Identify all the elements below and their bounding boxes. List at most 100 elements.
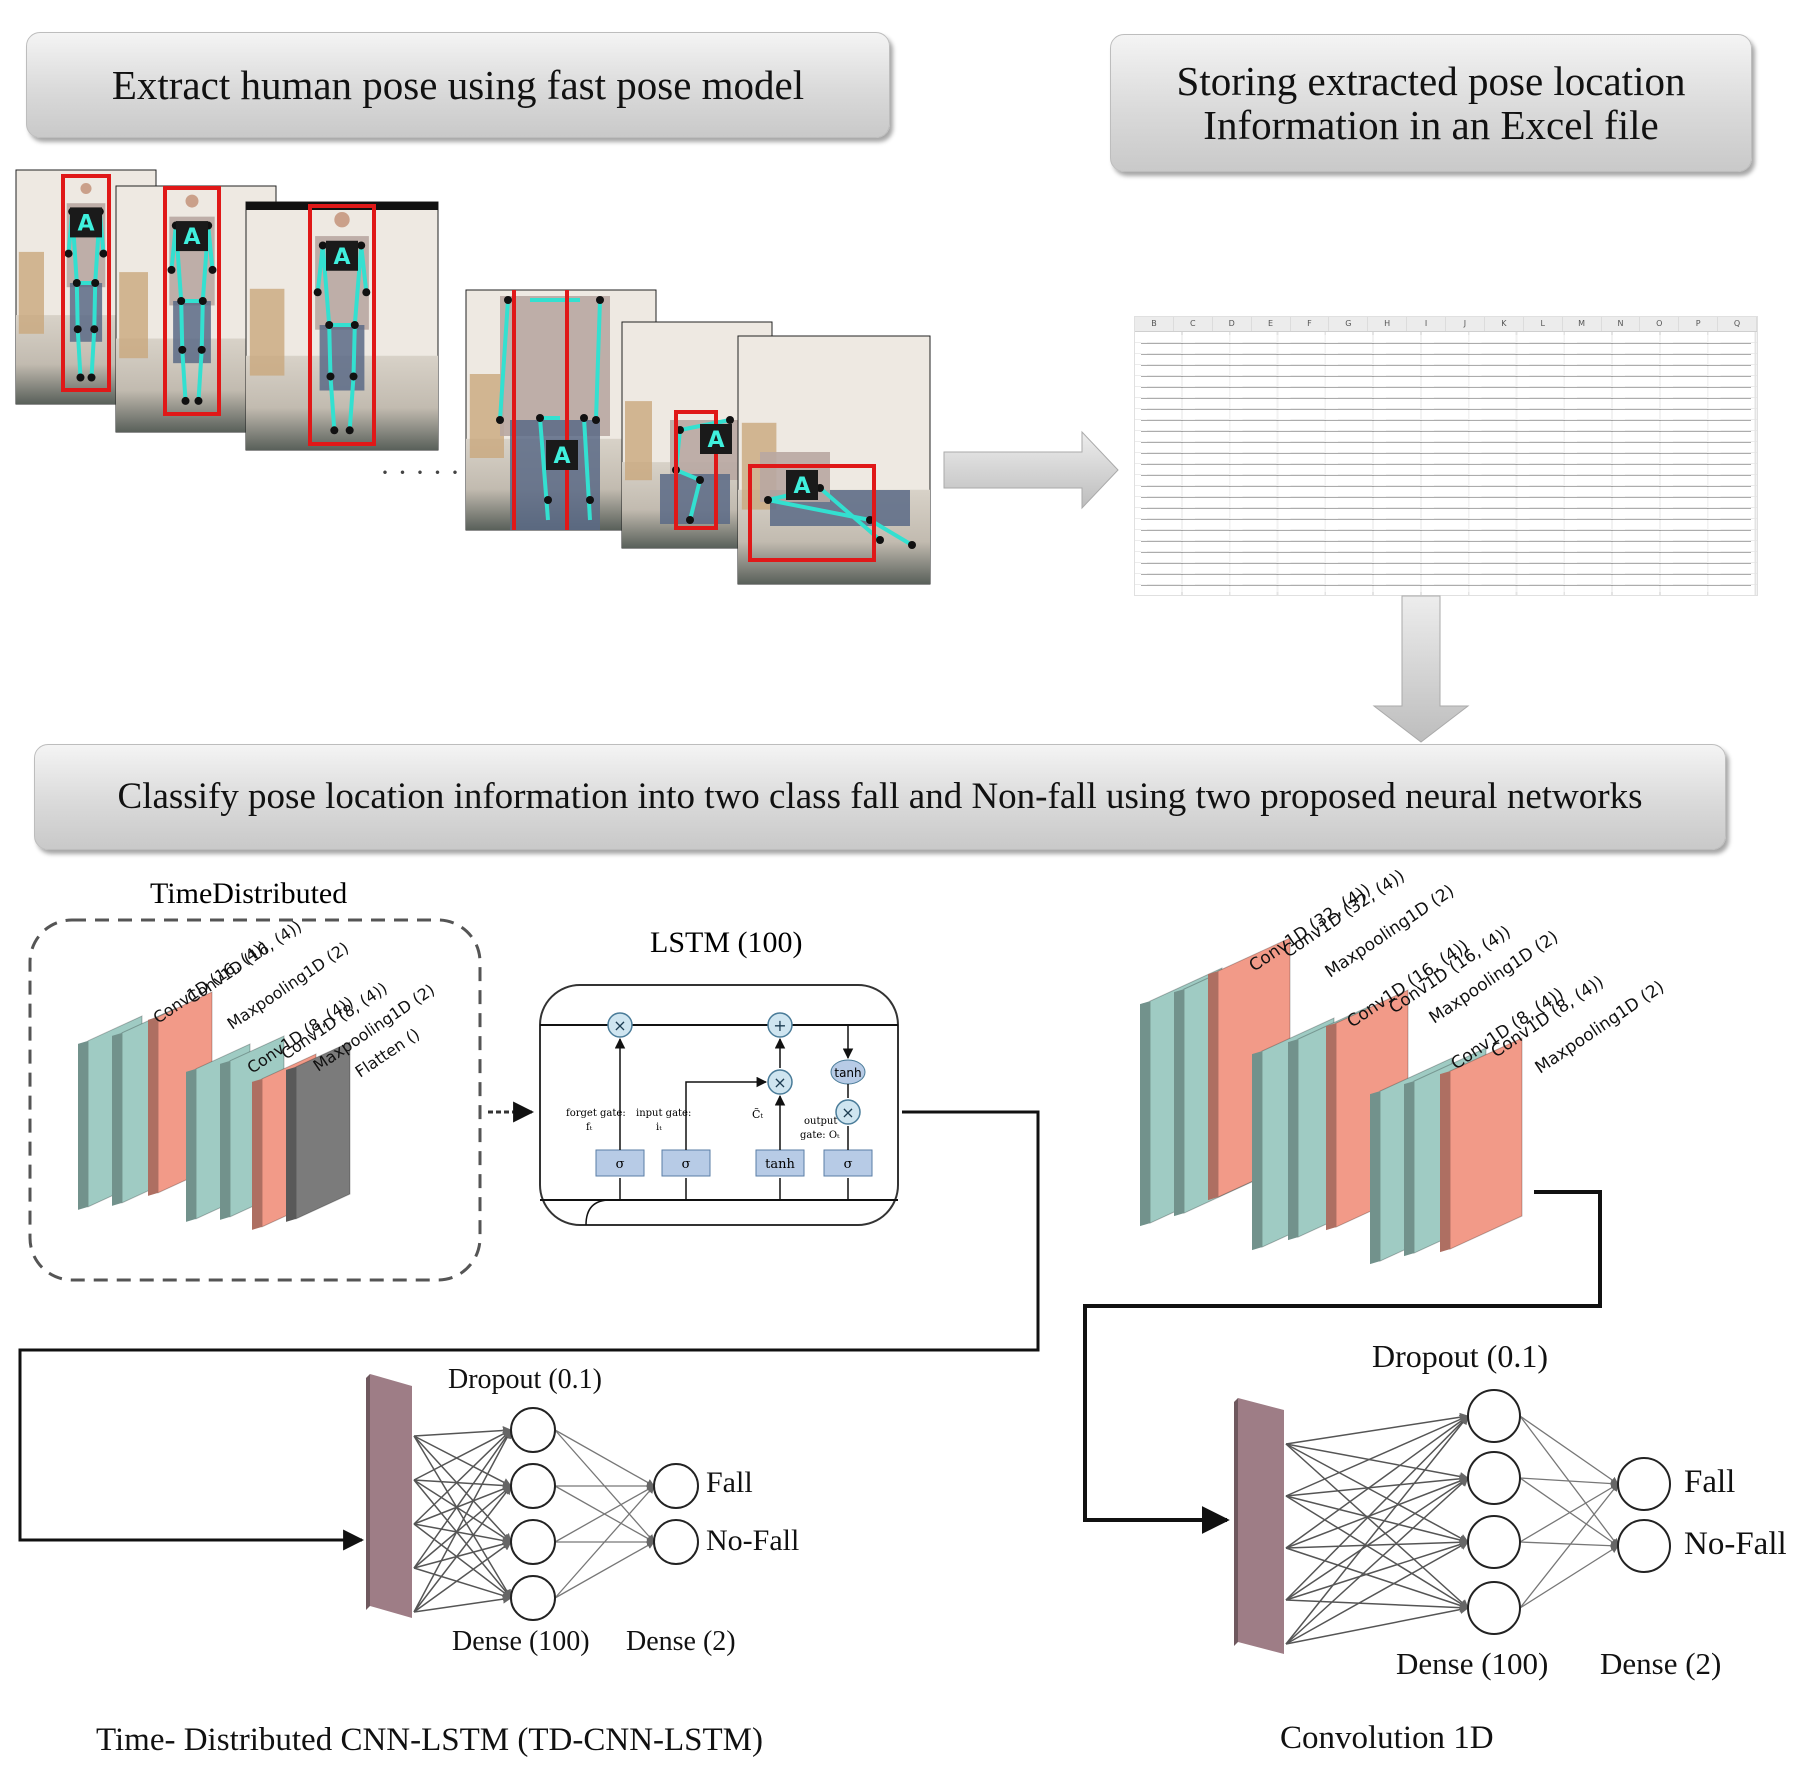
- network-edge: [1519, 1477, 1619, 1547]
- td-dense100-label: Dense (100): [452, 1626, 590, 1657]
- dense-input-panel: [370, 1374, 412, 1618]
- skeleton-joint: [325, 321, 334, 329]
- skeleton-joint: [73, 325, 82, 334]
- network-edge: [1285, 1495, 1469, 1609]
- lstm-title: LSTM (100): [650, 926, 803, 959]
- layer-side: [1288, 1039, 1298, 1241]
- layer-slab-pool: [1440, 1037, 1523, 1253]
- dense100-node: [1467, 1515, 1521, 1569]
- td-dense-network: [366, 1374, 699, 1621]
- skeleton-joint: [72, 279, 81, 287]
- dense100-node: [1467, 1581, 1521, 1635]
- pose-bounding-box: [61, 174, 111, 392]
- timedistributed-box: [28, 918, 482, 1282]
- lstm-hidden-curve: [585, 1199, 611, 1226]
- photo-cabinet: [249, 288, 285, 376]
- excel-column-header: H: [1368, 317, 1408, 331]
- td-output-nofall: No-Fall: [706, 1524, 800, 1557]
- excel-column-header: P: [1679, 317, 1719, 331]
- timedistributed-title: TimeDistributed: [150, 877, 347, 910]
- skeleton-joint: [876, 536, 884, 544]
- skeleton-joint: [349, 372, 358, 381]
- layer-side: [148, 1016, 158, 1196]
- lstm-add-symbol: +: [773, 1016, 786, 1035]
- network-edge: [1285, 1537, 1469, 1549]
- person-head: [80, 182, 92, 195]
- skeleton-joint: [99, 249, 108, 258]
- skeleton-joint: [87, 373, 96, 382]
- pose-marker-label: A: [77, 211, 94, 236]
- lstm-input-line: [685, 1076, 768, 1150]
- layer-side: [220, 1060, 230, 1220]
- lstm-candidate-symbol: C̃ₜ: [752, 1108, 763, 1121]
- layer-slab-flatten: [286, 1041, 351, 1222]
- dense100-node: [510, 1407, 556, 1453]
- pose-marker-box: [326, 240, 358, 271]
- skeleton-joint: [197, 345, 206, 354]
- skeleton-joint: [208, 265, 217, 274]
- layer-side: [1370, 1091, 1380, 1265]
- td-dropout-label: Dropout (0.1): [448, 1364, 602, 1395]
- network-edge: [1285, 1605, 1469, 1645]
- network-edge: [1285, 1415, 1469, 1645]
- conv-dense2-label: Dense (2): [1600, 1646, 1722, 1681]
- dense2-node: [653, 1519, 699, 1565]
- photo-cabinet: [119, 272, 148, 359]
- network-edge: [413, 1479, 512, 1490]
- lstm-forget-symbol: fₜ: [586, 1122, 593, 1133]
- td-layer-stack: Conv1D (16, (4))Conv1D (16, (4))Maxpooli…: [78, 917, 438, 1230]
- layer-side: [1140, 1001, 1150, 1227]
- excel-column-header: J: [1446, 317, 1485, 331]
- skeleton-bone: [498, 299, 510, 421]
- excel-column-header: M: [1563, 317, 1602, 331]
- dense100-node: [510, 1519, 556, 1565]
- layer-side: [1208, 971, 1218, 1201]
- layer-side: [252, 1078, 262, 1230]
- excel-column-header: Q: [1718, 317, 1757, 331]
- network-edge: [413, 1485, 512, 1569]
- excel-column-header: I: [1407, 317, 1446, 331]
- lstm-gate-box-label: σ: [616, 1157, 625, 1172]
- network-edge: [413, 1523, 512, 1545]
- layer-side: [112, 1032, 122, 1206]
- excel-column-header: O: [1640, 317, 1680, 331]
- dense-input-panel-side: [366, 1374, 370, 1610]
- network-edge: [554, 1541, 655, 1599]
- network-edge: [1285, 1477, 1469, 1601]
- pose-marker-label: A: [793, 474, 810, 499]
- arrow-to-classify: [1372, 595, 1470, 743]
- skeleton-joint: [198, 297, 207, 305]
- banner-extract-text: Extract human pose using fast pose model: [111, 62, 805, 108]
- conv-output-nofall: No-Fall: [1684, 1526, 1787, 1562]
- skeleton-joint: [357, 241, 366, 250]
- skeleton-joint: [76, 373, 85, 382]
- network-edge: [1285, 1599, 1469, 1613]
- network-edge: [413, 1541, 512, 1613]
- network-edge: [413, 1429, 512, 1613]
- network-edge: [1285, 1412, 1469, 1445]
- td-output-fall: Fall: [706, 1466, 753, 1499]
- pose-bounding-box: [308, 204, 376, 446]
- excel-column-header: E: [1252, 317, 1291, 331]
- network-edge: [1519, 1415, 1619, 1485]
- skeleton-bone: [196, 349, 204, 402]
- network-edge: [1519, 1541, 1619, 1550]
- skeleton-joint: [313, 288, 322, 297]
- skeleton-joint: [908, 541, 916, 549]
- lstm-forget-multiply-symbol: ×: [613, 1016, 626, 1035]
- skeleton-joint: [350, 321, 359, 329]
- connector-conv-to-dense: [1083, 1190, 1602, 1534]
- skeleton-joint: [177, 297, 186, 305]
- lstm-gate-box: [755, 1149, 805, 1177]
- network-edge: [413, 1429, 512, 1525]
- network-edge: [413, 1485, 512, 1613]
- dense-input-panel-side: [1234, 1398, 1238, 1646]
- lstm-gate-box-label: tanh: [765, 1157, 795, 1172]
- banner-classify-text: Classify pose location information into …: [117, 776, 1643, 817]
- network-edge: [413, 1426, 512, 1437]
- network-edge: [1285, 1443, 1469, 1481]
- excel-column-header: N: [1602, 317, 1641, 331]
